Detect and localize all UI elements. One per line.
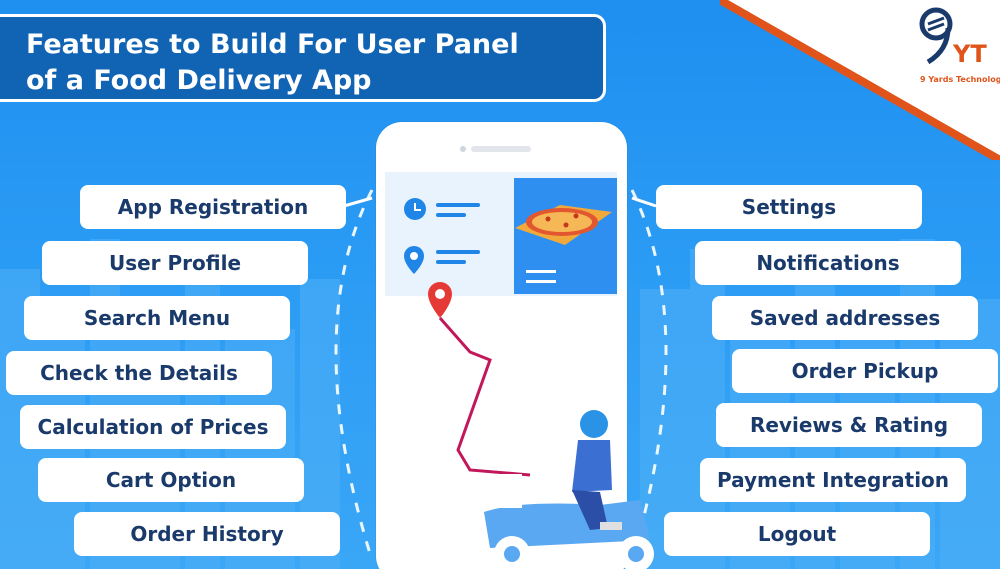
title-line-2: of a Food Delivery App xyxy=(26,65,372,96)
feature-search-menu: Search Menu xyxy=(24,296,290,340)
feature-notifications: Notifications xyxy=(695,241,961,285)
feature-calculation-of-prices: Calculation of Prices xyxy=(20,405,286,449)
feature-user-profile: User Profile xyxy=(42,241,308,285)
map-pin-icon xyxy=(428,282,452,318)
feature-saved-addresses: Saved addresses xyxy=(712,296,978,340)
pizza-box-icon xyxy=(515,205,612,245)
feature-app-registration: App Registration xyxy=(80,185,346,229)
logo-mark: YT xyxy=(953,40,987,68)
title-line-1: Features to Build For User Panel xyxy=(26,29,519,60)
phone-camera xyxy=(460,146,466,152)
page-title: Features to Build For User Panel of a Fo… xyxy=(0,14,606,102)
brand-corner xyxy=(720,0,1000,160)
feature-order-pickup: Order Pickup xyxy=(732,349,998,393)
logo-caption: 9 Yards Technology xyxy=(920,75,1000,84)
feature-settings: Settings xyxy=(656,185,922,229)
feature-logout: Logout xyxy=(664,512,930,556)
pin-nine-logo-icon xyxy=(919,7,953,65)
feature-cart-option: Cart Option xyxy=(38,458,304,502)
delivery-scooter-icon xyxy=(484,410,654,569)
feature-order-history: Order History xyxy=(74,512,340,556)
phone-speaker xyxy=(471,146,531,152)
feature-check-the-details: Check the Details xyxy=(6,351,272,395)
location-pin-icon xyxy=(404,246,424,274)
clock-icon xyxy=(404,198,426,220)
feature-reviews-rating: Reviews & Rating xyxy=(716,403,982,447)
delivery-route xyxy=(438,317,531,477)
feature-payment-integration: Payment Integration xyxy=(700,458,966,502)
